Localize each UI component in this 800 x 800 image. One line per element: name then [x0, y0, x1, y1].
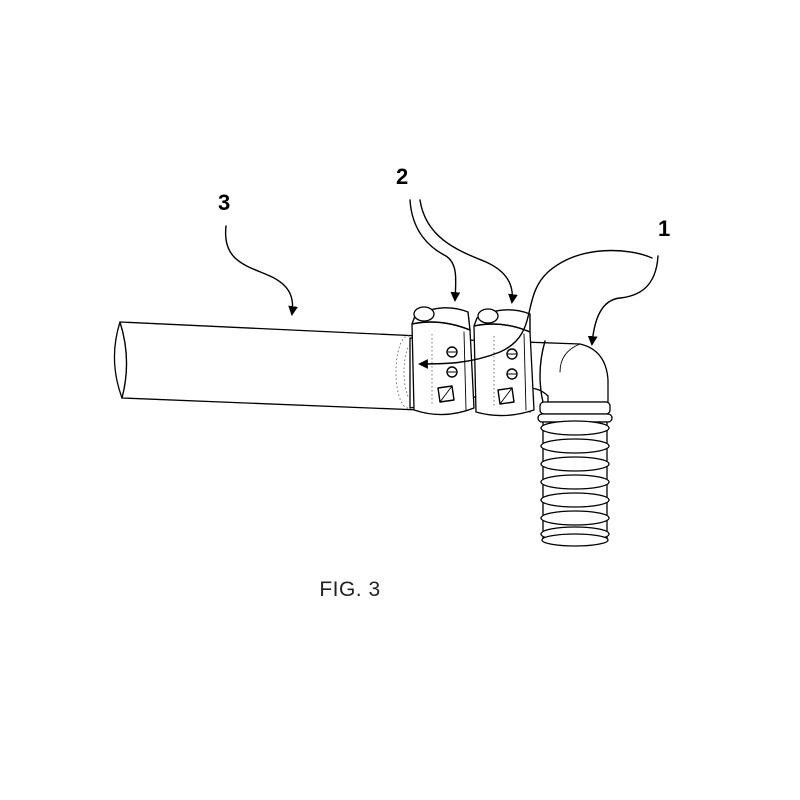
ref-numeral-elbow: 1	[658, 216, 671, 241]
clamp-left	[411, 306, 475, 416]
ref-numeral-pipe: 3	[218, 190, 231, 215]
clamp-right	[473, 308, 535, 417]
pipe	[113, 321, 421, 411]
leader-lines	[224, 199, 659, 369]
ref-numeral-clamps: 2	[396, 164, 409, 189]
figure-caption: FIG. 3	[319, 578, 381, 601]
barbed-spigot	[537, 401, 613, 547]
